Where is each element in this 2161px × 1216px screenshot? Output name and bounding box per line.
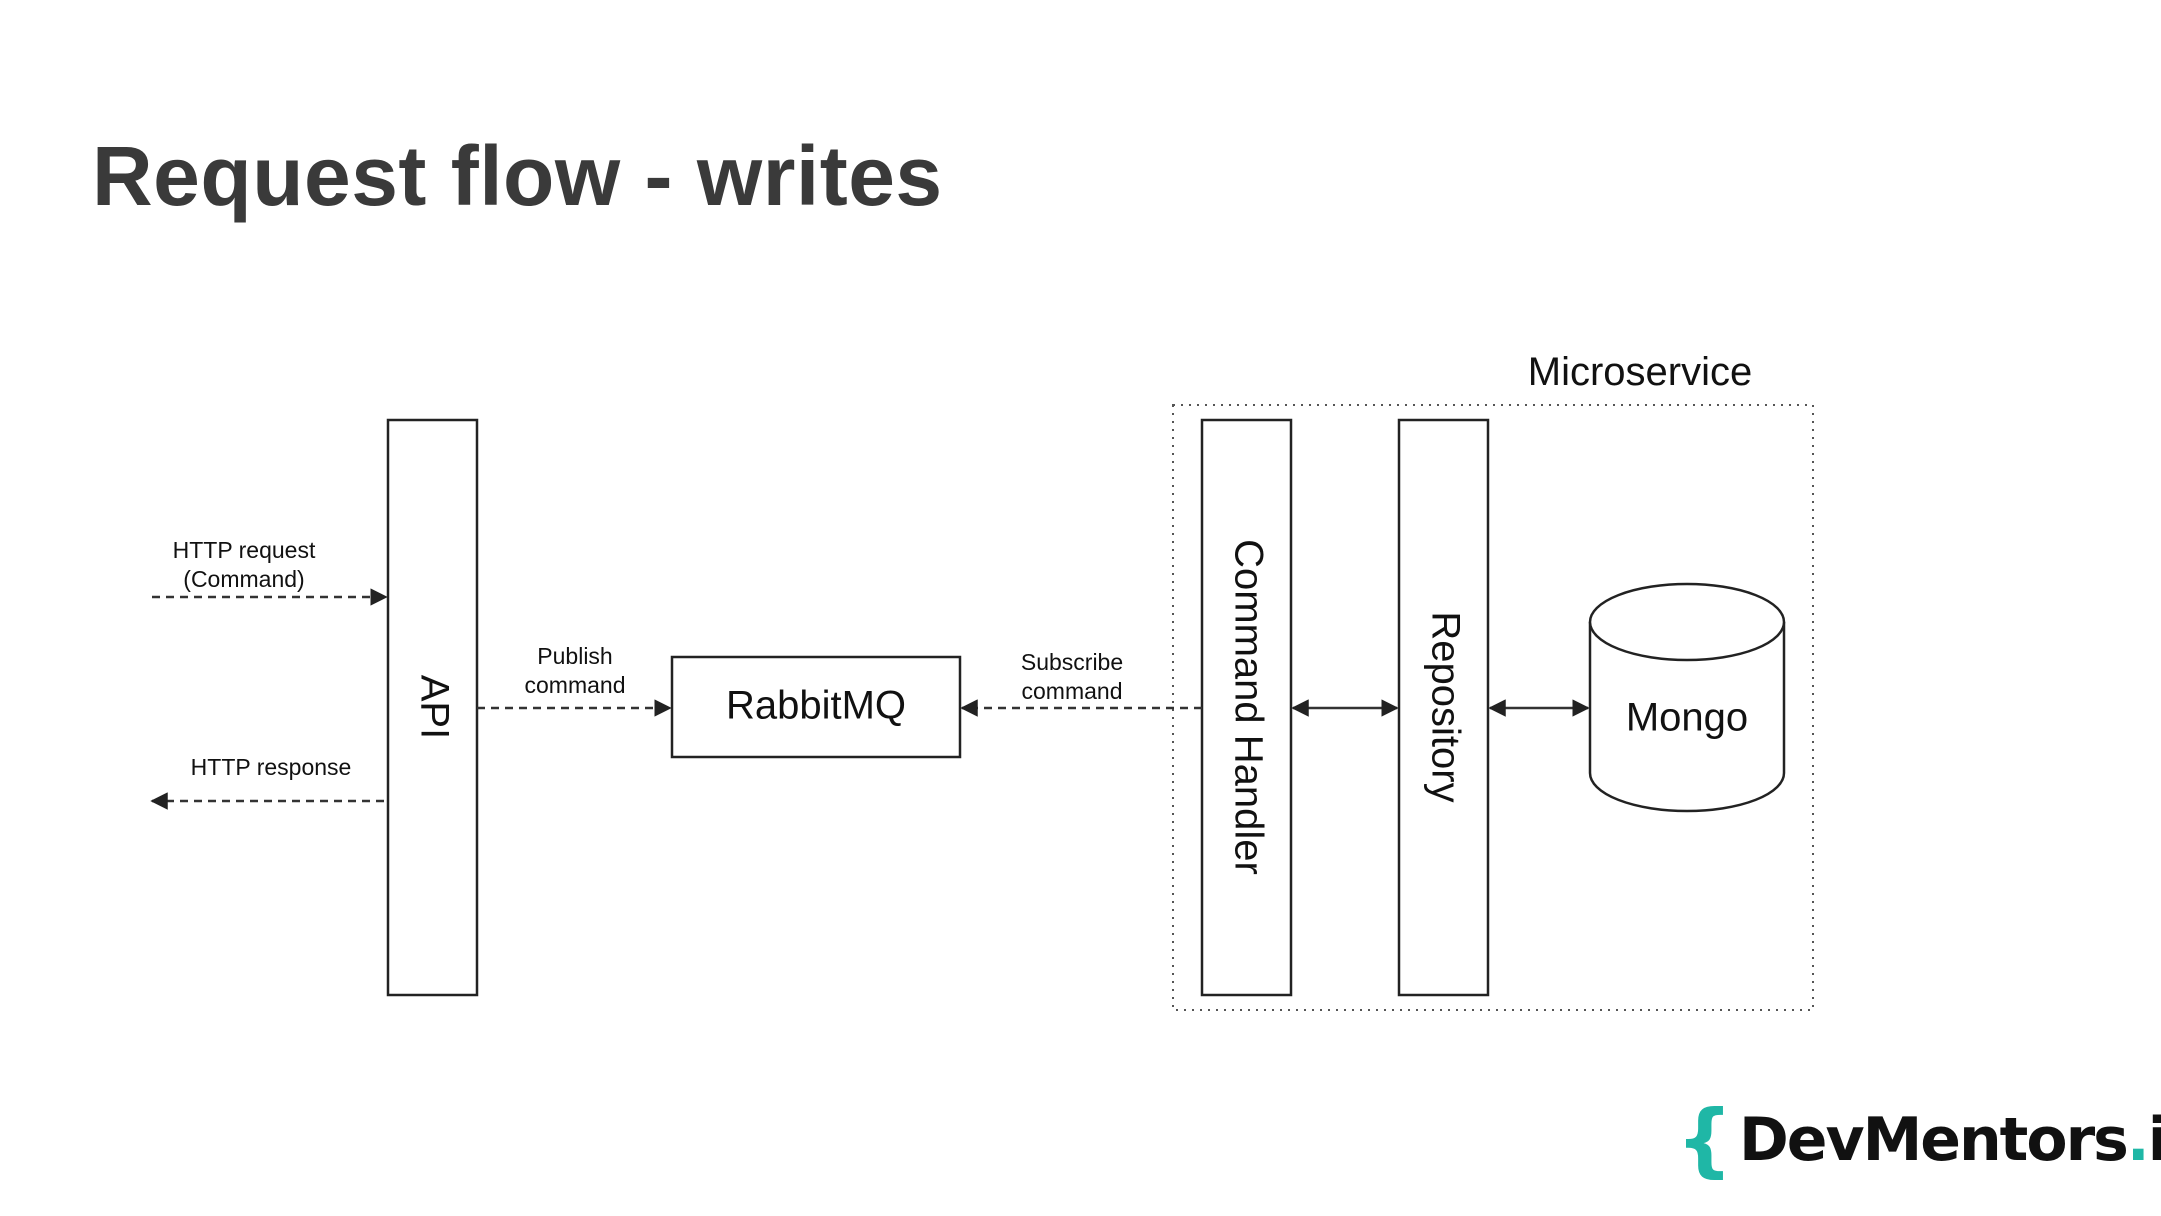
mongo-database: Mongo — [1588, 582, 1786, 813]
command-handler-node: Command Handler — [1200, 418, 1293, 997]
command-handler-label: Command Handler — [1226, 539, 1270, 875]
subscribe-command-label-line1: Subscribe — [1021, 649, 1123, 675]
microservice-boundary — [1172, 404, 1814, 1011]
http-response-label: HTTP response — [191, 754, 352, 780]
devmentors-logo: { DevMentors.io } — [1676, 1096, 2161, 1184]
mongo-label: Mongo — [1626, 696, 1748, 740]
logo-name-part1: DevMentors — [1738, 1105, 2129, 1175]
http-request-label-line1: HTTP request — [173, 537, 316, 563]
microservice-label: Microservice — [1528, 350, 1752, 394]
api-node: API — [386, 418, 479, 997]
logo-open-brace: { — [1676, 1093, 1733, 1186]
logo-name-part2: io — [2147, 1105, 2161, 1175]
http-request-label-line2: (Command) — [183, 566, 304, 592]
slide-title: Request flow - writes — [92, 129, 943, 223]
publish-command-label-line2: command — [525, 672, 626, 698]
repository-node: Repository — [1397, 418, 1490, 997]
logo-wordmark: DevMentors.io — [1733, 1110, 2161, 1170]
rabbitmq-node: RabbitMQ — [670, 655, 962, 759]
publish-command-label-line1: Publish — [537, 643, 612, 669]
subscribe-command-label-line2: command — [1022, 678, 1123, 704]
logo-dot: . — [2126, 1105, 2150, 1175]
api-label: API — [412, 675, 456, 739]
rabbitmq-label: RabbitMQ — [726, 684, 906, 728]
repository-label: Repository — [1423, 611, 1467, 802]
